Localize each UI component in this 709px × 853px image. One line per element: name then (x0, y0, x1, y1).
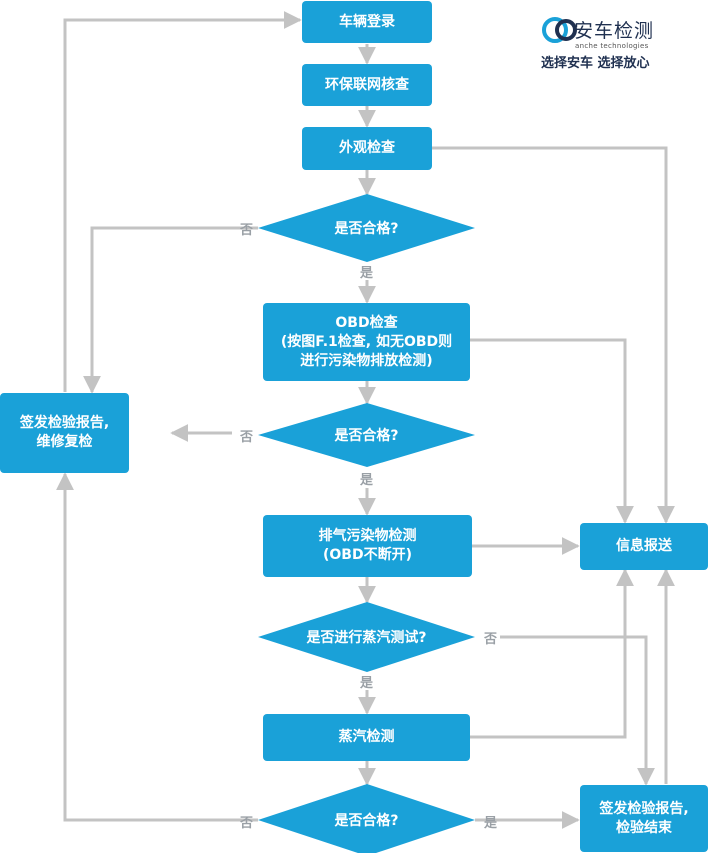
decision1-diamond (258, 194, 475, 262)
appearance-check-text: 外观检查 (339, 140, 395, 156)
label-no-decision1: 否 (240, 223, 254, 238)
logo-slogan-text: 选择安车 选择放心 (541, 56, 650, 71)
company-logo: 安车检测 anche technologies 选择安车 选择放心 (541, 14, 701, 74)
info-send-box: 信息报送 (580, 523, 708, 570)
label-no-decision4: 否 (240, 816, 254, 831)
decision3-text: 是否进行蒸汽测试? (306, 630, 427, 646)
sign-end-line2: 检验结束 (616, 819, 672, 836)
label-yes-decision2: 是 (360, 473, 374, 488)
label-yes-decision4: 是 (484, 816, 498, 831)
exhaust-test-box: 排气污染物检测 (OBD不断开) (263, 515, 472, 577)
decision4-text: 是否合格? (334, 813, 399, 829)
vehicle-login-text: 车辆登录 (339, 13, 395, 30)
arrow-vapor-to-info (470, 568, 634, 739)
sign-repair-box: 签发检验报告, 维修复检 (0, 393, 129, 473)
exhaust-test-line2: (OBD不断开) (323, 547, 412, 563)
exhaust-test-line1: 排气污染物检测 (318, 528, 417, 544)
decision3-diamond (258, 602, 475, 672)
vapor-test-box: 蒸汽检测 (263, 714, 470, 761)
arrow-sign-repair-to-login (63, 11, 302, 392)
obd-check-line3: 进行污染物排放检测) (300, 352, 433, 369)
label-no-decision2: 否 (240, 430, 254, 445)
sign-end-box: 签发检验报告, 检验结束 (580, 785, 708, 852)
env-network-check-text: 环保联网核查 (325, 76, 409, 93)
label-yes-decision1: 是 (360, 266, 374, 281)
env-network-check-box: 环保联网核查 (302, 64, 432, 106)
decision4-diamond (258, 784, 475, 853)
label-yes-decision3: 是 (360, 676, 374, 691)
logo-sub-text: anche technologies (575, 42, 649, 50)
arrow-decision1-to-sign-repair (83, 226, 258, 394)
sign-end-line1: 签发检验报告, (599, 800, 689, 817)
decision2-diamond (258, 403, 475, 467)
sign-repair-line2: 维修复检 (36, 434, 93, 450)
vapor-test-text: 蒸汽检测 (338, 729, 395, 745)
arrow-decision3-to-sign-end (500, 635, 655, 786)
arrow-obd-to-info (470, 338, 634, 524)
sign-repair-line1: 签发检验报告, (19, 415, 110, 431)
decision2-text: 是否合格? (334, 428, 399, 444)
vehicle-login-box: 车辆登录 (302, 1, 432, 43)
arrow-appearance-to-info (432, 146, 675, 524)
label-no-decision3: 否 (484, 632, 498, 647)
obd-check-box: OBD检查 (按图F.1检查, 如无OBD则 进行污染物排放检测) (263, 303, 470, 381)
logo-mark-icon (542, 17, 577, 43)
obd-check-line1: OBD检查 (335, 314, 398, 331)
logo-brand-text: 安车检测 (574, 20, 655, 42)
obd-check-line2: (按图F.1检查, 如无OBD则 (280, 333, 453, 350)
arrow-decision4-to-sign-repair (56, 472, 258, 822)
appearance-check-box: 外观检查 (302, 127, 432, 170)
info-send-text: 信息报送 (616, 538, 672, 554)
decision1-text: 是否合格? (334, 221, 399, 237)
